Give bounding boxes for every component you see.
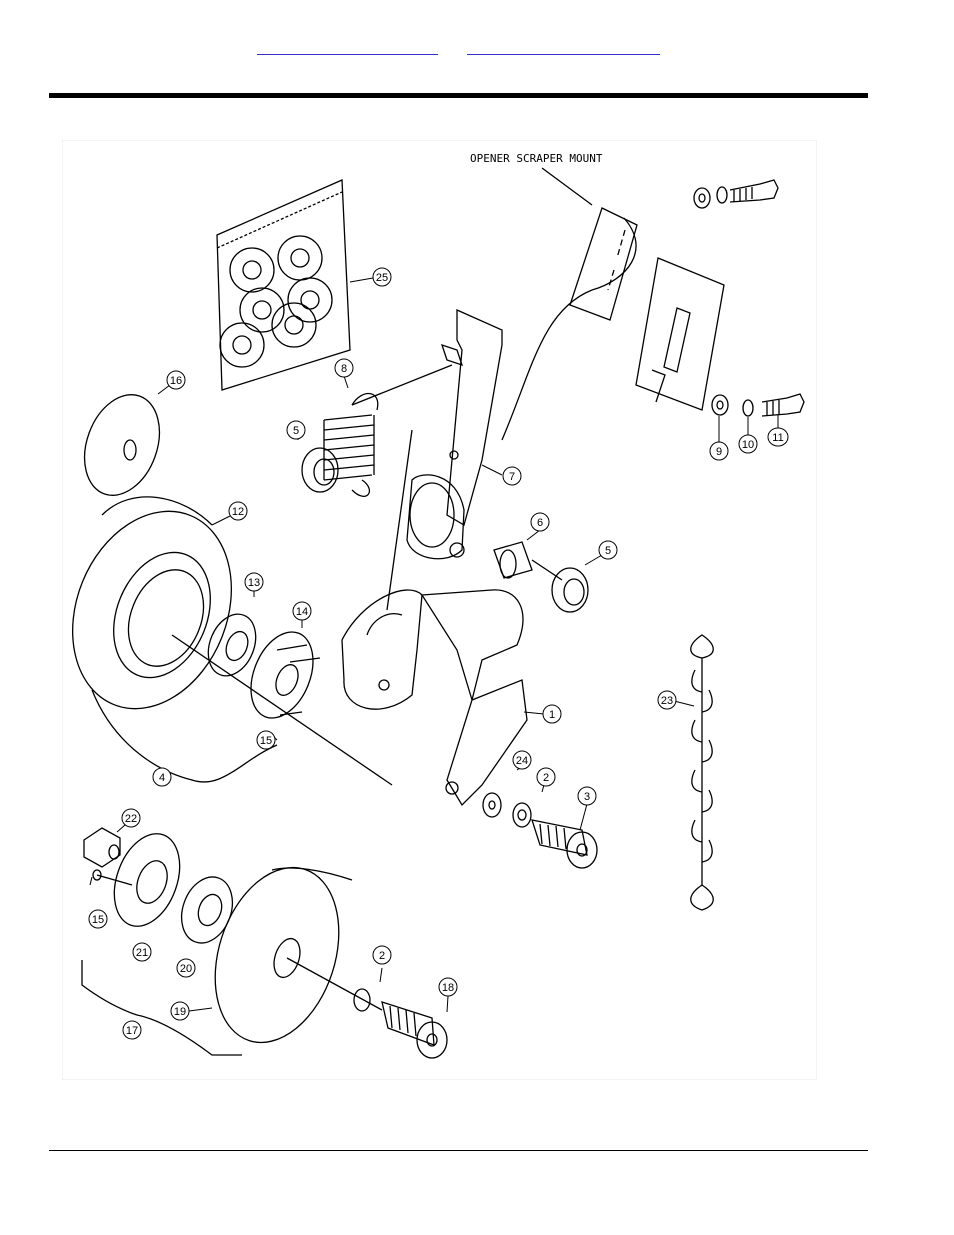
callout-22: 22 — [125, 813, 137, 825]
callout-5b: 5 — [605, 545, 611, 557]
scraper-mount-plate — [635, 257, 725, 411]
scraper-disc — [83, 394, 161, 496]
callout-25: 25 — [376, 272, 388, 284]
bolt-3 — [531, 819, 598, 869]
callout-8: 8 — [341, 363, 347, 375]
nut-22 — [83, 827, 121, 868]
callout-16: 16 — [170, 375, 182, 387]
callout-2a: 2 — [543, 772, 549, 784]
chain — [690, 634, 714, 911]
callout-21: 21 — [136, 947, 148, 959]
callout-12: 12 — [232, 506, 244, 518]
callout-10: 10 — [742, 439, 754, 451]
hub-plate — [250, 631, 321, 719]
press-wheel-19 — [214, 866, 353, 1044]
caption-opener-scraper-mount: OPENER SCRAPER MOUNT — [470, 152, 603, 165]
spring — [323, 392, 379, 497]
callout-2b: 2 — [379, 950, 385, 962]
callout-5a: 5 — [293, 425, 299, 437]
top-rule — [49, 93, 868, 98]
bolt-upper — [693, 179, 779, 209]
retaining-ring-right — [551, 567, 589, 613]
gauge-wheel — [72, 496, 232, 710]
scraper-arm — [406, 308, 503, 560]
callout-19: 19 — [174, 1006, 186, 1018]
bolt-lower — [711, 393, 805, 417]
flange-21 — [113, 833, 181, 927]
bolt-15b — [92, 869, 133, 886]
header-link-left[interactable] — [257, 42, 438, 55]
bearing-kit-bag — [216, 179, 351, 391]
callout-13: 13 — [248, 577, 260, 589]
bearing — [207, 613, 257, 677]
callout-1: 1 — [549, 709, 555, 721]
parts-diagram: OPENER SCRAPER MOUNT — [62, 140, 817, 1080]
callout-11: 11 — [772, 432, 783, 444]
callout-6: 6 — [537, 517, 543, 529]
callout-7: 7 — [509, 471, 515, 483]
callout-17: 17 — [126, 1025, 138, 1037]
callout-23: 23 — [661, 695, 673, 707]
callout-24: 24 — [516, 755, 528, 767]
frame-bracket — [341, 589, 528, 807]
header-link-right[interactable] — [467, 42, 660, 55]
lock-washer-2b — [353, 988, 371, 1012]
callout-15b: 15 — [92, 914, 104, 926]
header-links — [0, 42, 954, 56]
callout-20: 20 — [180, 963, 192, 975]
callout-15a: 15 — [260, 735, 272, 747]
callout-14: 14 — [296, 606, 308, 618]
callout-18: 18 — [442, 982, 454, 994]
pivot-pin — [493, 541, 533, 579]
callout-9: 9 — [716, 446, 722, 458]
callout-4: 4 — [159, 772, 165, 784]
retaining-ring-left — [301, 447, 339, 493]
callout-3: 3 — [584, 791, 590, 803]
bolt-18 — [381, 1001, 448, 1059]
washer-24 — [482, 792, 502, 818]
lock-washer-2a — [512, 802, 532, 828]
bottom-rule — [49, 1150, 868, 1151]
